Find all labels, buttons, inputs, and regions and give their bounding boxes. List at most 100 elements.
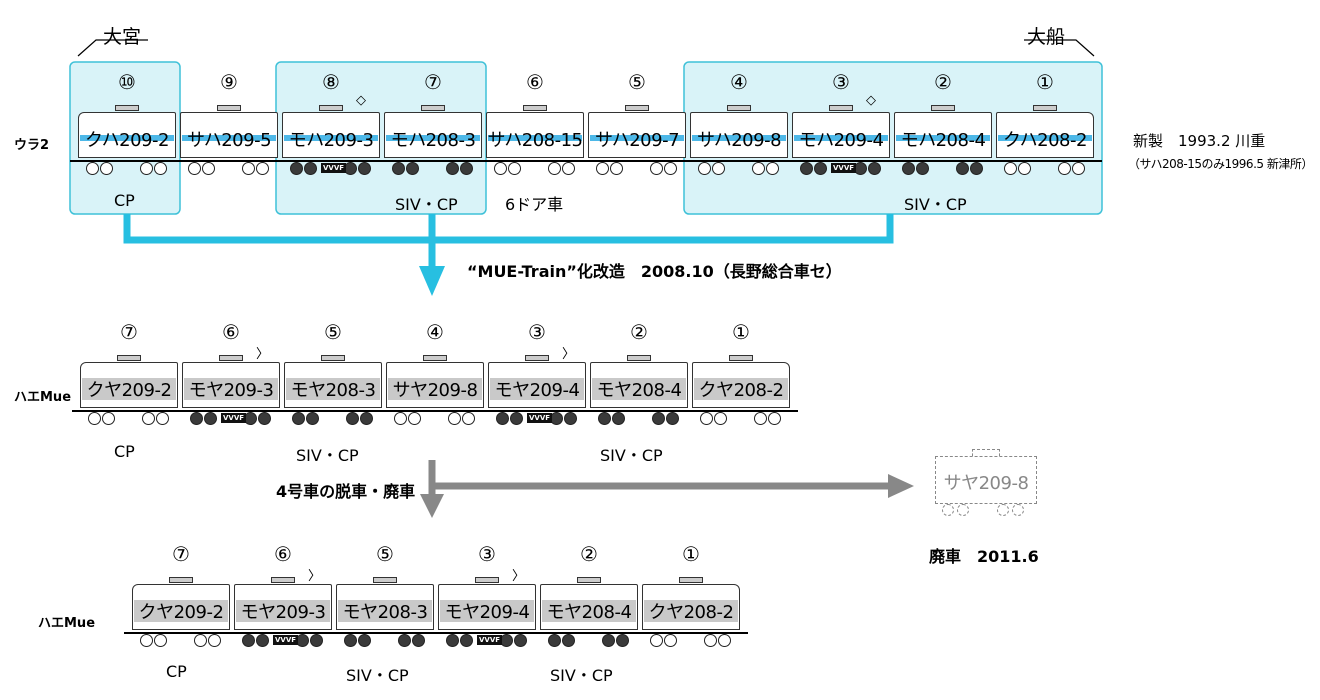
removed-car-pantograph-box [972, 449, 1000, 456]
car-number: ① [1036, 70, 1054, 94]
roof-unit [523, 105, 547, 111]
motor-wheel [956, 162, 969, 175]
car-name: モハ208-4 [900, 130, 986, 151]
car-stripe [82, 378, 176, 400]
trailer-wheel [752, 162, 765, 175]
down-arrow-head [419, 266, 445, 296]
car-name: サハ209-8 [696, 130, 782, 151]
roof-unit [117, 355, 141, 361]
car-number: ⑦ [120, 320, 138, 344]
car-stripe [286, 378, 380, 400]
vvvf-tag: VVVF [527, 413, 553, 423]
car-number: ⑧ [322, 70, 340, 94]
roof-unit [1033, 105, 1057, 111]
car-stripe [338, 600, 432, 622]
motor-wheel [412, 634, 425, 647]
car-name: サハ209-7 [594, 130, 680, 151]
trailer-wheel [86, 162, 99, 175]
car-number: ③ [528, 320, 546, 344]
equip-mue2-siv-cp-2: SIV・CP [550, 666, 613, 685]
motor-wheel [564, 412, 577, 425]
car-stripe [896, 128, 990, 150]
motor-wheel [204, 412, 217, 425]
removed-car-wheel [942, 504, 954, 516]
trailer-wheel [194, 634, 207, 647]
build-note: 新製 1993.2 川重 [1133, 132, 1266, 150]
trailer-wheel [140, 162, 153, 175]
removed-car-label: 廃車 2011.6 [929, 547, 1039, 566]
motor-wheel [548, 634, 561, 647]
trailer-wheel [494, 162, 507, 175]
vvvf-tag: VVVF [273, 635, 299, 645]
connector-line [123, 214, 894, 244]
equip-ura2-siv-cp-1: SIV・CP [395, 195, 458, 214]
removed-car-body: サヤ209-8 [935, 449, 1037, 504]
rail-line [72, 410, 798, 412]
car-name: クハ209-2 [85, 130, 169, 151]
trailer-wheel [102, 412, 115, 425]
motor-wheel [346, 412, 359, 425]
trailer-wheel [156, 412, 169, 425]
equip-mue2-siv-cp-1: SIV・CP [346, 666, 409, 685]
trailer-wheel [1018, 162, 1031, 175]
car-name: モヤ208-3 [290, 380, 376, 401]
car-stripe [134, 600, 228, 622]
equip-ura2-siv-cp-2: SIV・CP [904, 195, 967, 214]
motor-wheel [310, 634, 323, 647]
motor-wheel [292, 412, 305, 425]
car-number: ② [580, 542, 598, 566]
motor-wheel [306, 412, 319, 425]
pantograph-icon: 〉 [512, 569, 526, 584]
trailer-wheel [154, 634, 167, 647]
car-number: ⑦ [424, 70, 442, 94]
car-stripe [592, 378, 686, 400]
trailer-wheel [88, 412, 101, 425]
trailer-wheel [448, 412, 461, 425]
trailer-wheel [714, 412, 727, 425]
trailer-wheel [508, 162, 521, 175]
roof-unit [829, 105, 853, 111]
motor-wheel [652, 412, 665, 425]
car-name: モヤ209-4 [444, 602, 530, 623]
car-number: ⑥ [222, 320, 240, 344]
roof-unit [577, 577, 601, 583]
trailer-wheel [1072, 162, 1085, 175]
down-arrow-gray-head [420, 494, 444, 518]
car-stripe [388, 378, 482, 400]
car-stripe [80, 128, 174, 150]
equip-ura2-cp: CP [114, 191, 135, 210]
motor-wheel [666, 412, 679, 425]
direction-ofuna-label: 大船 [1027, 26, 1066, 48]
car-stripe [998, 128, 1092, 150]
car-number: ⑤ [324, 320, 342, 344]
trailer-wheel [766, 162, 779, 175]
car-stripe [284, 128, 378, 150]
car-number: ② [630, 320, 648, 344]
car-stripe [236, 600, 330, 622]
motor-wheel [344, 634, 357, 647]
car-number: ① [732, 320, 750, 344]
car-number: ④ [426, 320, 444, 344]
trailer-wheel [154, 162, 167, 175]
motor-wheel [258, 412, 271, 425]
motor-wheel [510, 412, 523, 425]
motor-wheel [916, 162, 929, 175]
trailer-wheel [408, 412, 421, 425]
motor-wheel [460, 634, 473, 647]
build-note-secondary: （サハ208-15のみ1996.5 新津所） [1128, 157, 1313, 171]
motor-wheel [358, 634, 371, 647]
car-stripe [440, 600, 534, 622]
car-number: ⑥ [526, 70, 544, 94]
roof-unit [421, 105, 445, 111]
roof-unit [373, 577, 397, 583]
roof-unit [169, 577, 193, 583]
car-number: ⑤ [376, 542, 394, 566]
roof-unit [627, 355, 651, 361]
car-name: サハ209-5 [186, 130, 272, 151]
motor-wheel [970, 162, 983, 175]
car-name: クハ208-2 [1003, 130, 1087, 151]
trailer-wheel [704, 634, 717, 647]
car-stripe [490, 378, 584, 400]
motor-wheel [190, 412, 203, 425]
